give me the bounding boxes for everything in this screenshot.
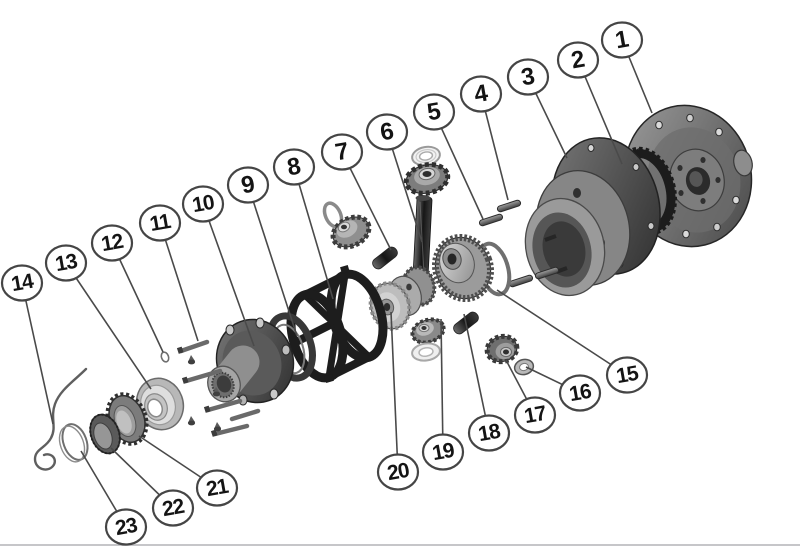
part-bolts-and-nuts	[160, 339, 261, 437]
leader-line-14	[21, 282, 54, 425]
part-wave-washer	[58, 423, 89, 463]
balloon-circle	[556, 41, 600, 79]
balloon-22: 22	[151, 489, 195, 527]
balloon-1: 1	[600, 21, 644, 59]
balloon-18: 18	[467, 414, 511, 452]
leader-line-11	[159, 222, 199, 342]
balloon-circle	[44, 244, 88, 282]
balloon-circle	[600, 21, 644, 59]
balloon-circle	[320, 133, 364, 171]
balloon-number: 5	[425, 98, 443, 127]
balloon-5: 5	[412, 93, 456, 131]
balloon-21: 21	[195, 469, 239, 507]
balloon-number: 16	[567, 380, 592, 406]
part-threaded-ring	[89, 413, 121, 455]
balloon-number: 13	[53, 250, 78, 276]
balloon-circle	[467, 414, 511, 452]
balloon-number: 4	[472, 79, 490, 108]
balloon-3: 3	[506, 58, 550, 96]
balloon-circle	[138, 204, 182, 242]
leader-line-9	[247, 184, 298, 337]
balloon-15: 15	[605, 356, 649, 394]
balloon-6: 6	[365, 113, 409, 151]
balloon-circle	[272, 148, 316, 186]
balloon-13: 13	[44, 244, 88, 282]
balloon-10: 10	[181, 185, 225, 223]
balloon-number: 22	[160, 495, 185, 521]
balloon-circle	[605, 356, 649, 394]
balloon-number: 19	[430, 439, 455, 465]
balloon-4: 4	[459, 75, 503, 113]
balloon-circle	[151, 489, 195, 527]
balloon-circle	[558, 374, 602, 412]
balloon-12: 12	[90, 224, 134, 262]
leader-line-13	[65, 262, 152, 390]
leader-line-19	[440, 318, 444, 453]
part-spider-gear-left	[322, 201, 372, 250]
balloon-number: 20	[385, 459, 410, 485]
balloon-circle	[181, 185, 225, 223]
balloon-circle	[459, 75, 503, 113]
balloon-circle	[506, 58, 550, 96]
balloon-number: 23	[113, 514, 138, 540]
balloon-19: 19	[421, 433, 465, 471]
balloon-circle	[195, 469, 239, 507]
part-small-gear-19	[410, 317, 446, 345]
balloon-16: 16	[558, 374, 602, 412]
balloon-8: 8	[272, 148, 316, 186]
balloon-number: 9	[239, 171, 257, 200]
footer-divider-line	[0, 544, 800, 546]
leader-line-5	[433, 111, 484, 220]
balloon-17: 17	[513, 396, 557, 434]
balloon-circle	[412, 93, 456, 131]
part-lock-ring	[105, 392, 149, 446]
balloon-2: 2	[556, 41, 600, 79]
leader-line-8	[293, 166, 334, 300]
leader-line-12	[111, 242, 164, 353]
part-spring-wire	[33, 367, 88, 471]
balloon-number: 1	[613, 26, 631, 55]
leader-line-10	[202, 203, 255, 347]
balloon-14: 14	[0, 264, 44, 302]
part-bearing	[135, 377, 185, 431]
balloon-circle	[104, 508, 148, 546]
part-small-gear-17	[484, 333, 520, 365]
balloon-number: 10	[190, 191, 215, 217]
balloon-circle	[365, 113, 409, 151]
balloon-circle	[90, 224, 134, 262]
part-washer-16	[513, 358, 535, 376]
part-cage	[286, 265, 388, 383]
cone-nut	[187, 355, 222, 432]
part-side-gear-large	[432, 233, 494, 303]
balloon-7: 7	[320, 133, 364, 171]
balloon-circle	[376, 453, 420, 491]
part-pin-set	[478, 199, 560, 288]
balloon-number: 2	[569, 46, 587, 75]
balloon-number: 7	[333, 138, 351, 167]
balloon-number: 6	[378, 118, 396, 147]
leader-line-6	[386, 131, 423, 243]
balloon-number: 8	[285, 153, 303, 182]
balloon-circle	[226, 166, 270, 204]
balloon-circle	[421, 433, 465, 471]
part-cross-shaft	[412, 195, 433, 280]
leader-line-15	[496, 289, 628, 376]
balloon-circle	[513, 396, 557, 434]
leader-line-20	[390, 311, 399, 473]
balloon-number: 12	[99, 230, 124, 256]
leader-line-18	[463, 313, 490, 434]
balloon-number: 17	[522, 402, 547, 428]
part-thrust-washer-white	[411, 342, 441, 362]
balloon-20: 20	[376, 453, 420, 491]
balloon-23: 23	[104, 508, 148, 546]
balloon-9: 9	[226, 166, 270, 204]
balloon-number: 3	[519, 63, 537, 92]
part-spider-gear-top	[403, 145, 451, 196]
balloon-11: 11	[138, 204, 182, 242]
part-cross-pin	[372, 246, 398, 270]
balloon-circle	[0, 264, 44, 302]
